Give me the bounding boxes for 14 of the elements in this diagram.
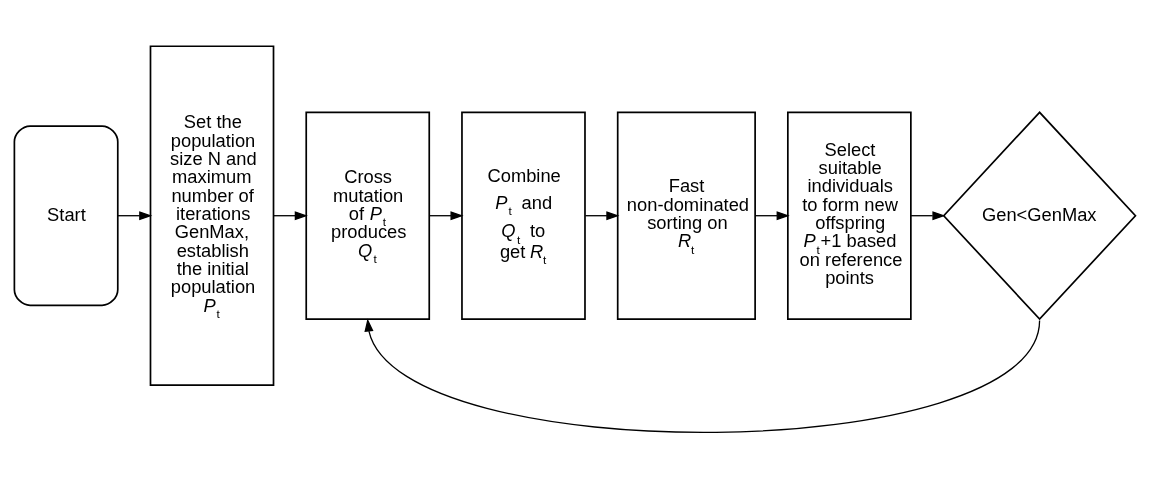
node-box: Fast non-dominated sorting on R$_{t}$ [616,111,756,320]
node-diamond: Gen<GenMax [942,110,1137,320]
arrow [584,210,620,220]
node-box: Combine P$_{t}$ and Q$_{t}$ to get R$_{t}$ [461,111,586,320]
node-box: Set the population size N and maximum number of iterations GenMax, establish the initial population P$_{t}$ [149,44,275,386]
arrow [754,210,790,220]
node-box: Cross mutation of P$_{t}$ produces Q$_{t}$ [305,111,431,320]
arrow [364,317,1041,433]
arrow [117,210,153,220]
node-box: Start [13,124,119,306]
node-box: Select suitable individuals to form new offspring P$_{t}$+1 based on reference points [787,111,912,320]
arrow [428,210,464,220]
arrow [910,210,946,220]
arrow [273,210,308,220]
